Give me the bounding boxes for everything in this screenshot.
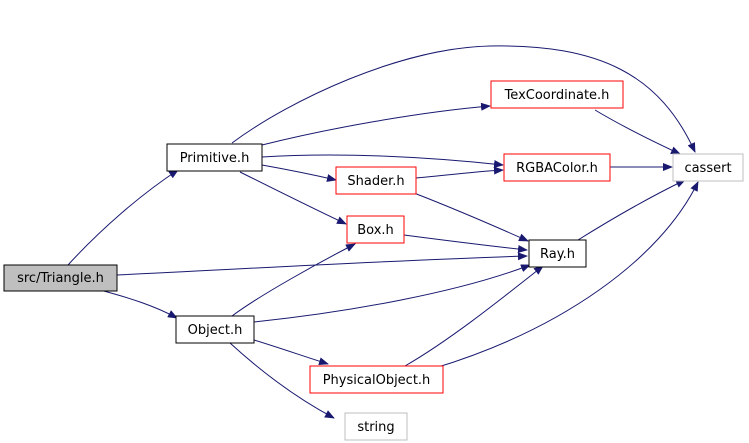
node-label: RGBAColor.h (516, 161, 598, 176)
node-object[interactable]: Object.h (175, 315, 255, 344)
edges-layer (67, 45, 699, 419)
node-label: PhysicalObject.h (323, 373, 431, 388)
edge-object-to-string (229, 342, 335, 419)
node-shader[interactable]: Shader.h (335, 166, 417, 195)
node-cassert[interactable]: cassert (672, 153, 744, 182)
node-rgba[interactable]: RGBAColor.h (503, 153, 611, 182)
node-ray[interactable]: Ray.h (528, 239, 587, 268)
node-label: Box.h (357, 223, 394, 238)
node-label: Primitive.h (180, 151, 250, 166)
node-label: TexCoordinate.h (504, 88, 610, 103)
node-label: string (357, 420, 394, 435)
node-label: Object.h (188, 323, 243, 338)
edge-primitive-to-cassert (231, 45, 696, 153)
nodes-layer: src/Triangle.h Primitive.h Object.h TexC… (3, 80, 744, 441)
node-triangle[interactable]: src/Triangle.h (3, 264, 118, 292)
edge-primitive-to-box (239, 171, 347, 225)
node-primitive[interactable]: Primitive.h (166, 143, 263, 172)
node-label: Shader.h (347, 174, 404, 189)
edge-object-to-box (231, 243, 356, 317)
edge-shader-to-rgba (415, 166, 504, 179)
node-box[interactable]: Box.h (346, 215, 405, 244)
edge-texcoord-to-cassert (594, 109, 681, 155)
edge-shader-to-ray (413, 192, 529, 242)
edge-primitive-to-texcoord (261, 102, 491, 146)
node-label: Ray.h (540, 247, 575, 262)
edge-primitive-to-rgba (261, 154, 504, 168)
node-texcoord[interactable]: TexCoordinate.h (490, 80, 624, 109)
edge-physobj-to-ray (404, 265, 544, 367)
edge-triangle-to-primitive (67, 169, 179, 266)
edge-primitive-to-shader (261, 164, 337, 182)
edge-triangle-to-ray (116, 252, 528, 276)
edge-box-to-ray (403, 234, 528, 254)
edge-object-to-ray (253, 264, 531, 323)
edge-triangle-to-object (99, 289, 178, 319)
node-label: cassert (684, 161, 731, 176)
node-physobj[interactable]: PhysicalObject.h (309, 365, 444, 394)
edge-ray-to-cassert (577, 179, 686, 241)
node-label: src/Triangle.h (17, 271, 104, 286)
edge-object-to-physobj (253, 339, 329, 366)
edge-physobj-to-cassert (434, 181, 699, 369)
node-string[interactable]: string (344, 412, 408, 441)
